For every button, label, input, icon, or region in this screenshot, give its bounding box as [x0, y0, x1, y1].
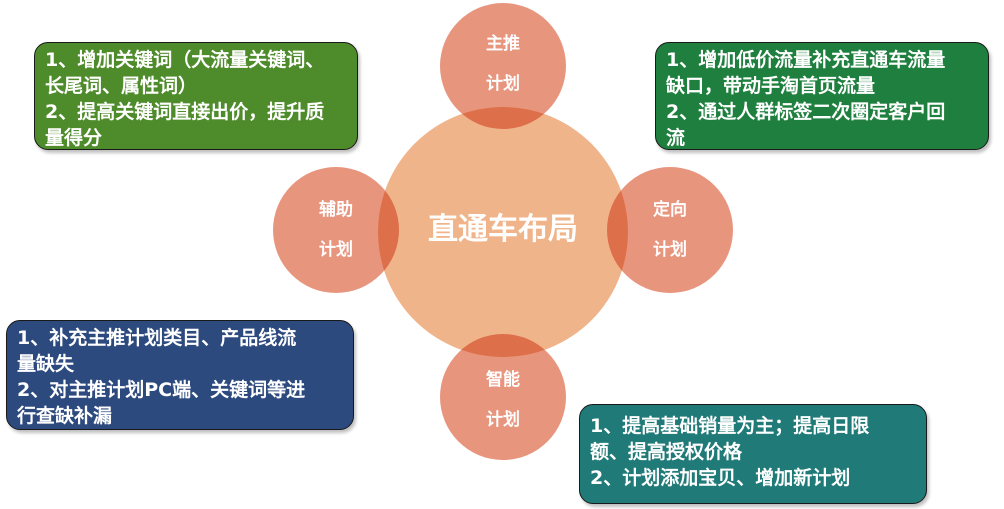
box-bottom-left-line: 行查缺补漏 [17, 405, 113, 427]
box-top-right-line: 流 [666, 127, 686, 149]
box-top-left-line: 量得分 [45, 127, 103, 149]
box-top-left-line: 2、提高关键词直接出价，提升质 [45, 101, 325, 123]
box-top-right-line: 缺口，带动手淘首页流量 [666, 75, 876, 97]
circle-bottom-label: 智能 计划 [486, 370, 520, 430]
box-bottom-right-line: 额、提高授权价格 [590, 441, 743, 463]
circle-left-label: 辅助 计划 [319, 200, 353, 260]
circle-center [378, 107, 628, 357]
box-top-right-line: 2、通过人群标签二次圈定客户回 [666, 101, 946, 123]
circle-top-label: 主推 计划 [486, 34, 520, 94]
box-bottom-left-line: 2、对主推计划PC端、关键词等进 [17, 379, 306, 401]
circle-right [607, 167, 733, 293]
circle-right-label: 定向 计划 [653, 200, 687, 260]
box-top-left: 1、增加关键词（大流量关键词、 长尾词、属性词） 2、提高关键词直接出价，提升质… [34, 42, 358, 150]
center-title: 直通车布局 [428, 212, 578, 247]
box-bottom-left-line: 1、补充主推计划类目、产品线流 [17, 327, 297, 349]
box-top-right: 1、增加低价流量补充直通车流量 缺口，带动手淘首页流量 2、通过人群标签二次圈定… [655, 42, 989, 150]
box-top-left-line: 1、增加关键词（大流量关键词、 [45, 49, 325, 71]
box-top-right-line: 1、增加低价流量补充直通车流量 [666, 49, 946, 71]
box-bottom-right: 1、提高基础销量为主；提高日限 额、提高授权价格 2、计划添加宝贝、增加新计划 [579, 404, 927, 504]
box-bottom-left-line: 量缺失 [17, 353, 75, 375]
box-bottom-left: 1、补充主推计划类目、产品线流 量缺失 2、对主推计划PC端、关键词等进 行查缺… [6, 320, 354, 430]
box-bottom-right-line: 2、计划添加宝贝、增加新计划 [590, 467, 851, 489]
box-top-left-line: 长尾词、属性词） [45, 75, 198, 97]
circle-bottom [440, 334, 566, 460]
box-bottom-right-line: 1、提高基础销量为主；提高日限 [590, 415, 870, 437]
circle-left [273, 167, 399, 293]
circle-top [440, 3, 566, 129]
